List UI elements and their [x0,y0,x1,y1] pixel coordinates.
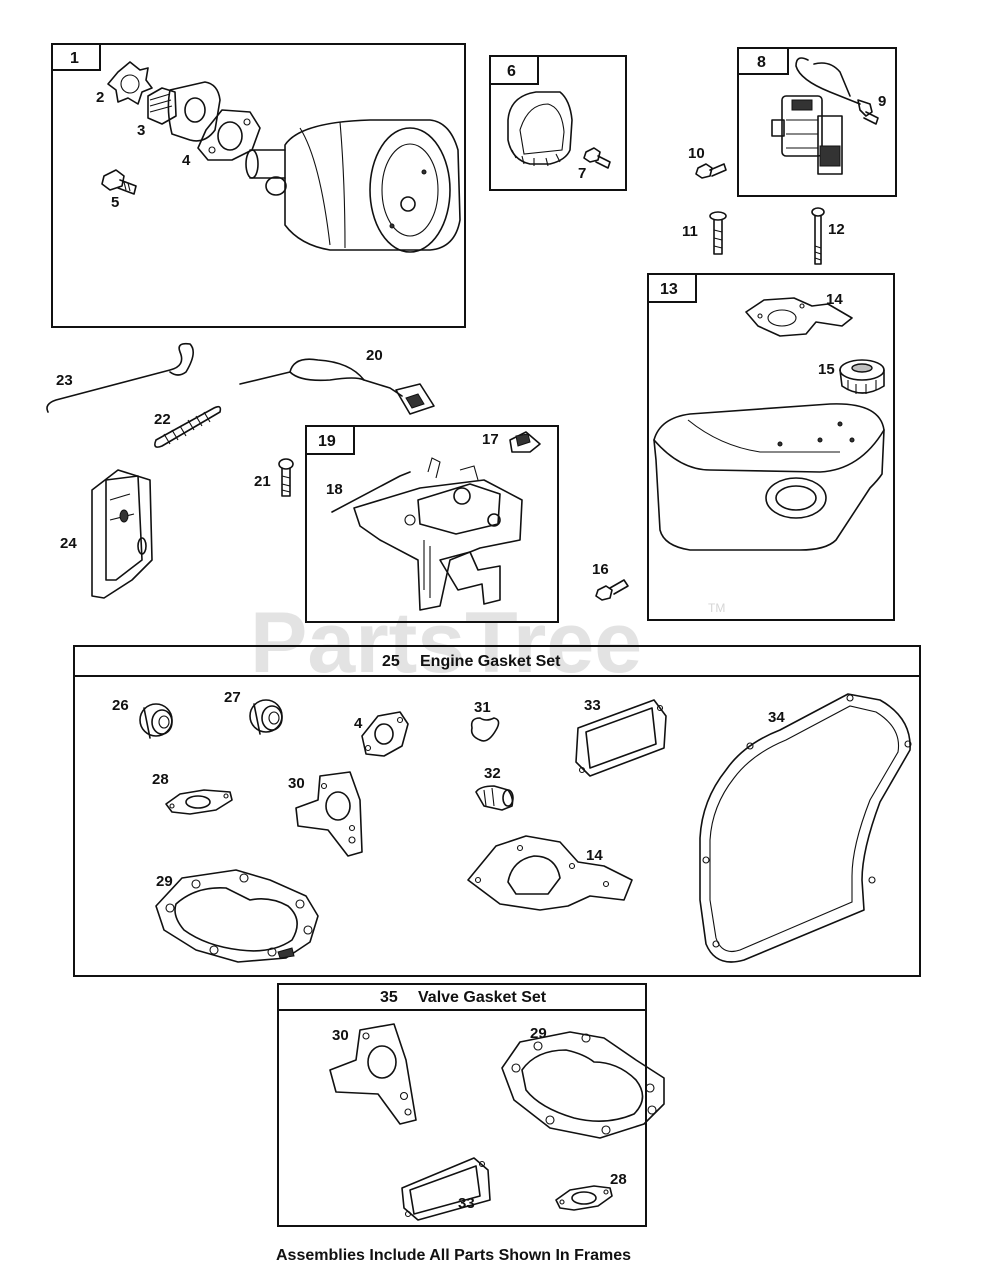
frame-19-number: 19 [318,433,336,450]
callout-10: 10 [688,145,705,162]
callout-4: 4 [182,152,191,169]
callout-29-valve: 29 [530,1025,547,1042]
callout-22: 22 [154,411,171,428]
callout-5: 5 [111,194,119,211]
frame-1-muffler-assembly[interactable]: 1 [51,43,466,328]
callout-28: 28 [152,771,169,788]
rocker-gasket-33 [575,699,667,777]
fuel-tank-drawing [653,403,885,551]
watermark-trademark: TM [708,601,725,615]
callout-29: 29 [156,873,173,890]
clip-17 [509,431,541,453]
gasket-28-valve [555,1185,613,1211]
oil-seal-26 [139,703,173,739]
callout-12: 12 [828,221,845,238]
frame-8-ignition-armature[interactable]: 8 9 [737,47,897,197]
intake-gasket-30-valve [329,1023,417,1125]
callout-28-valve: 28 [610,1171,627,1188]
gasket-28 [165,789,233,815]
exhaust-flange-3 [147,81,221,142]
muffler-drawing [245,119,461,253]
callout-26: 26 [112,697,129,714]
valve-gasket-set-35[interactable]: 35 Valve Gasket Set 30 29 [277,983,665,1227]
engine-gasket-set-25[interactable]: 25 Engine Gasket Set 26 27 4 [73,645,921,977]
fastener-9 [857,99,879,125]
frame-8-number: 8 [757,54,766,71]
callout-30: 30 [288,775,305,792]
spring-22 [154,405,222,448]
muffler-guard-drawing [507,91,573,165]
callout-31: 31 [474,699,491,716]
screw-12 [811,207,825,265]
callout-23: 23 [56,372,73,389]
gasket-14-small [745,297,853,337]
oil-seal-27 [249,699,283,735]
control-bracket-drawing [353,457,523,611]
callout-16: 16 [592,561,609,578]
callout-4-set: 4 [354,715,363,732]
frame-6-muffler-guard[interactable]: 6 7 [489,55,627,191]
callout-33-valve: 33 [458,1195,475,1212]
callout-14-frame13: 14 [826,291,843,308]
o-ring-31 [470,717,500,742]
callout-15: 15 [818,361,835,378]
callout-27: 27 [224,689,241,706]
callout-2: 2 [96,89,104,106]
screw-21 [278,458,294,497]
crankcase-gasket-34 [699,693,912,963]
air-guide-24 [91,469,153,599]
ground-wire-20 [239,358,435,415]
callout-30-valve: 30 [332,1027,349,1044]
frame-13-fuel-tank[interactable]: 13 14 15 16 [592,273,895,621]
fuel-cap-15 [839,359,885,394]
callout-18: 18 [326,481,343,498]
callout-11: 11 [682,223,698,240]
callout-9: 9 [878,93,886,110]
engine-gasket-set-number: 25 [382,653,400,670]
frame-6-number: 6 [507,63,516,80]
callout-17: 17 [482,431,499,448]
callout-34: 34 [768,709,785,726]
valve-gasket-set-title: Valve Gasket Set [418,989,547,1006]
screw-7 [583,147,611,169]
callout-32: 32 [484,765,501,782]
frame-19-control-bracket[interactable]: 19 17 18 [305,425,559,623]
intake-gasket-30 [295,771,363,857]
head-gasket-29-valve [501,1031,665,1139]
screw-11 [709,211,727,255]
engine-gasket-set-title: Engine Gasket Set [420,653,561,670]
callout-7: 7 [578,165,586,182]
armature-drawing [771,57,861,175]
callout-24: 24 [60,535,77,552]
callout-20: 20 [366,347,383,364]
gasket-4 [197,109,261,161]
footer-note: Assemblies Include All Parts Shown In Fr… [276,1247,631,1264]
governor-link-23 [46,342,194,413]
breather-gasket-14 [467,835,633,911]
valve-gasket-set-number: 35 [380,989,398,1006]
callout-33: 33 [584,697,601,714]
frame-13-number: 13 [660,281,678,298]
gasket-4-set [361,711,409,757]
callout-3: 3 [137,122,145,139]
callout-14-set: 14 [586,847,603,864]
elbow-fitting-32 [475,785,514,811]
screw-16 [595,579,629,601]
link-18 [331,471,411,513]
lock-plate-2 [107,61,153,105]
head-gasket-29 [155,869,319,963]
callout-21: 21 [254,473,271,490]
screw-5 [101,169,137,195]
rocker-gasket-33-valve [401,1157,491,1221]
screw-10 [695,163,727,179]
frame-1-number: 1 [70,50,79,67]
